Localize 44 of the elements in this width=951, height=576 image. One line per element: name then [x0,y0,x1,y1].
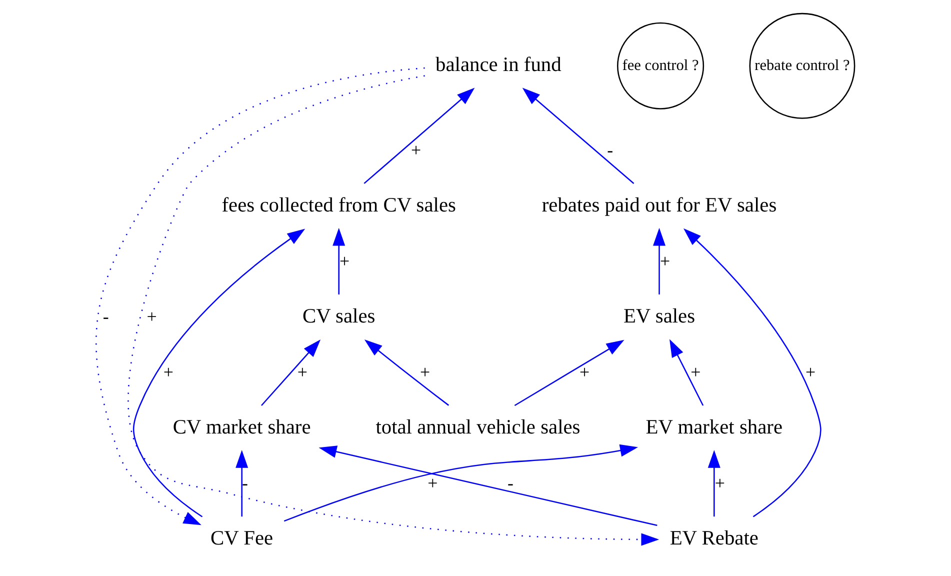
node-circle: fee control ? [617,22,704,110]
edge-label: + [805,362,816,382]
edge-label: + [428,472,438,493]
edge-label: + [146,306,157,326]
arrow [132,228,306,518]
edge-label: + [411,140,422,160]
arrow [669,339,704,406]
arrow [708,450,720,517]
arrow [128,75,660,546]
edge-label: - [607,140,614,160]
arrow [236,450,248,517]
arrow [653,228,666,294]
edge-label: + [580,362,590,382]
edge-label: - [242,472,248,493]
node-text: total annual vehicle sales [376,416,580,439]
edge-label: - [508,472,514,493]
arrow [318,446,658,526]
edge-label: + [660,250,670,271]
arrow [522,88,634,184]
arrow [332,228,346,294]
node-text: balance in fund [436,54,562,76]
arrow [284,444,638,522]
node-text: fees collected from CV sales [222,194,456,216]
arrow [514,340,624,406]
node-text: EV market share [646,416,783,439]
node-text: CV Fee [210,528,274,550]
edge-label: + [163,362,174,382]
arrow [261,339,321,406]
node-text: CV sales [302,306,376,328]
node-text: EV Rebate [670,528,758,550]
arrow [364,88,475,184]
node-text: EV sales [623,306,696,328]
edge-label: + [297,362,308,382]
arrow [364,339,450,406]
arrow [96,67,425,526]
node-text: rebates paid out for EV sales [542,194,777,216]
node-circle: rebate control ? [749,12,856,119]
edge-label: + [420,362,430,382]
arrow [683,228,822,518]
edge-label: + [714,472,725,493]
edge-label: + [340,250,350,271]
edge-label: + [690,362,701,382]
node-text: CV market share [172,416,311,439]
edge-label: - [102,306,109,326]
